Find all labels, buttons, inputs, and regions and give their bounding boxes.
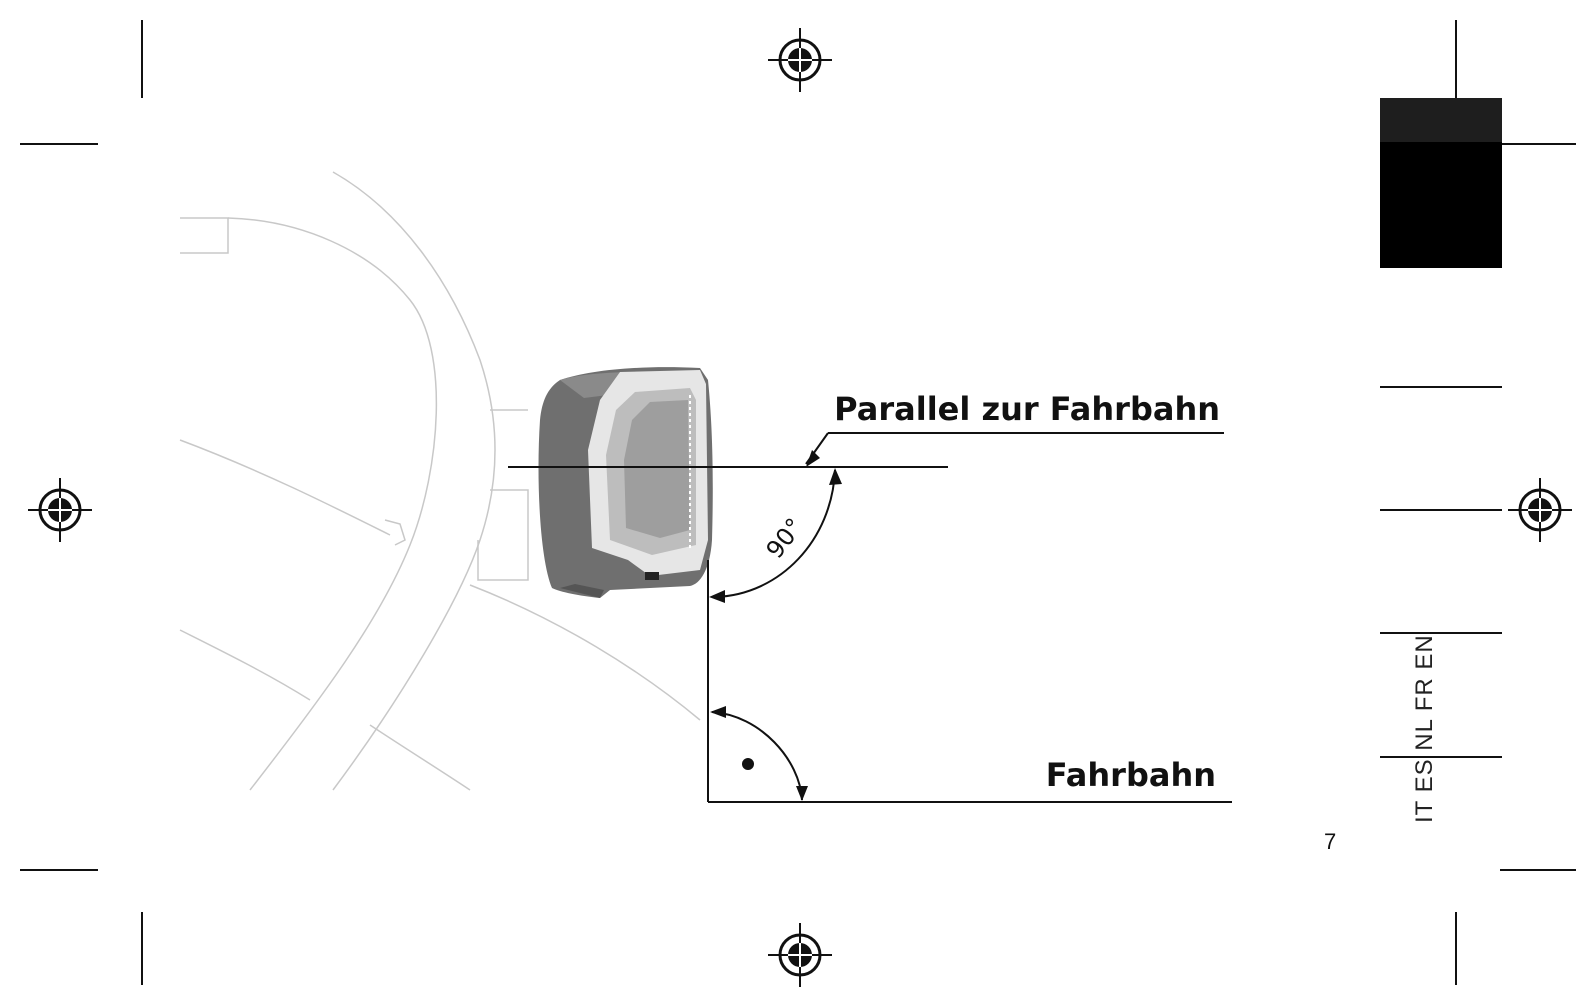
language-tabs-text: IT ES NL FR EN bbox=[1411, 634, 1438, 823]
angle-arrow-head-left bbox=[709, 590, 725, 603]
sensor-device bbox=[538, 367, 713, 598]
road-label: Fahrbahn bbox=[1046, 756, 1216, 794]
measurement-lines bbox=[508, 432, 1232, 803]
arrow-heads bbox=[709, 450, 842, 801]
registration-mark-left bbox=[28, 478, 92, 542]
crop-marks bbox=[20, 20, 1576, 985]
right-angle-arrow-head-left bbox=[710, 706, 726, 718]
language-tab-lines bbox=[1380, 386, 1502, 758]
registration-mark-bottom bbox=[768, 923, 832, 987]
parallel-label: Parallel zur Fahrbahn bbox=[834, 390, 1220, 428]
angle-arc-90 bbox=[714, 469, 836, 598]
right-angle-dot bbox=[742, 758, 754, 770]
pointer-arrow-head bbox=[806, 450, 820, 467]
section-marker-block-top bbox=[1380, 98, 1502, 142]
street-outline bbox=[179, 171, 701, 791]
right-angle-arc bbox=[711, 711, 803, 801]
registration-mark-top bbox=[768, 28, 832, 92]
page-number: 7 bbox=[1324, 829, 1336, 854]
angle-arrow-head-top bbox=[829, 468, 842, 485]
registration-mark-right bbox=[1508, 478, 1572, 542]
right-angle-arrow-head-bottom bbox=[796, 786, 808, 801]
